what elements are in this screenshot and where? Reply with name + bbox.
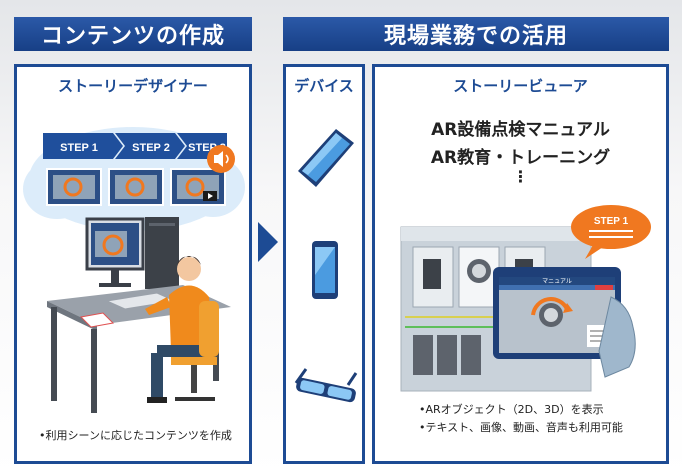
tablet-icon: [298, 129, 354, 187]
viewer-note-2: •テキスト、画像、動画、音声も利用可能: [419, 421, 623, 434]
tablet-header-label: マニュアル: [542, 278, 572, 285]
ellipsis-text: ⋮: [512, 167, 529, 186]
step-thumbnails: [46, 168, 226, 206]
creation-banner: コンテンツの作成: [14, 17, 252, 51]
story-designer-panel: ストーリーデザイナー STEP 1 STEP 2 STEP 3: [14, 64, 252, 464]
step-1-label: STEP 1: [60, 142, 98, 154]
ar-glasses-icon: [294, 368, 358, 403]
ar-training-text: AR教育・トレーニング: [430, 148, 611, 168]
ar-inspection-manual-text: AR設備点検マニュアル: [431, 120, 610, 140]
chevron-right-icon: [258, 222, 278, 262]
designer-desk-illustration: [47, 217, 231, 413]
play-icon: [203, 191, 217, 201]
usage-banner-text: 現場業務での活用: [383, 24, 568, 49]
devices-panel: デバイス: [283, 64, 365, 464]
ar-cabinet-illustration: STEP 1 マニュアル: [400, 205, 651, 392]
devices-title: デバイス: [294, 77, 354, 95]
usage-banner: 現場業務での活用: [283, 17, 669, 51]
phone-icon: [312, 241, 338, 299]
viewer-note-1: •ARオブジェクト（2D、3D）を表示: [419, 403, 604, 416]
story-viewer-panel: ストーリービューア AR設備点検マニュアル AR教育・トレーニング ⋮: [372, 64, 669, 464]
designer-cloud-illustration: STEP 1 STEP 2 STEP 3: [23, 127, 245, 231]
creation-banner-text: コンテンツの作成: [40, 24, 225, 49]
designer-note: •利用シーンに応じたコンテンツを作成: [39, 429, 232, 442]
step-2-label: STEP 2: [132, 142, 170, 154]
story-viewer-title: ストーリービューア: [453, 77, 588, 95]
story-designer-title: ストーリーデザイナー: [58, 77, 208, 95]
step-bubble-label: STEP 1: [594, 216, 629, 227]
speaker-icon: [207, 145, 235, 173]
